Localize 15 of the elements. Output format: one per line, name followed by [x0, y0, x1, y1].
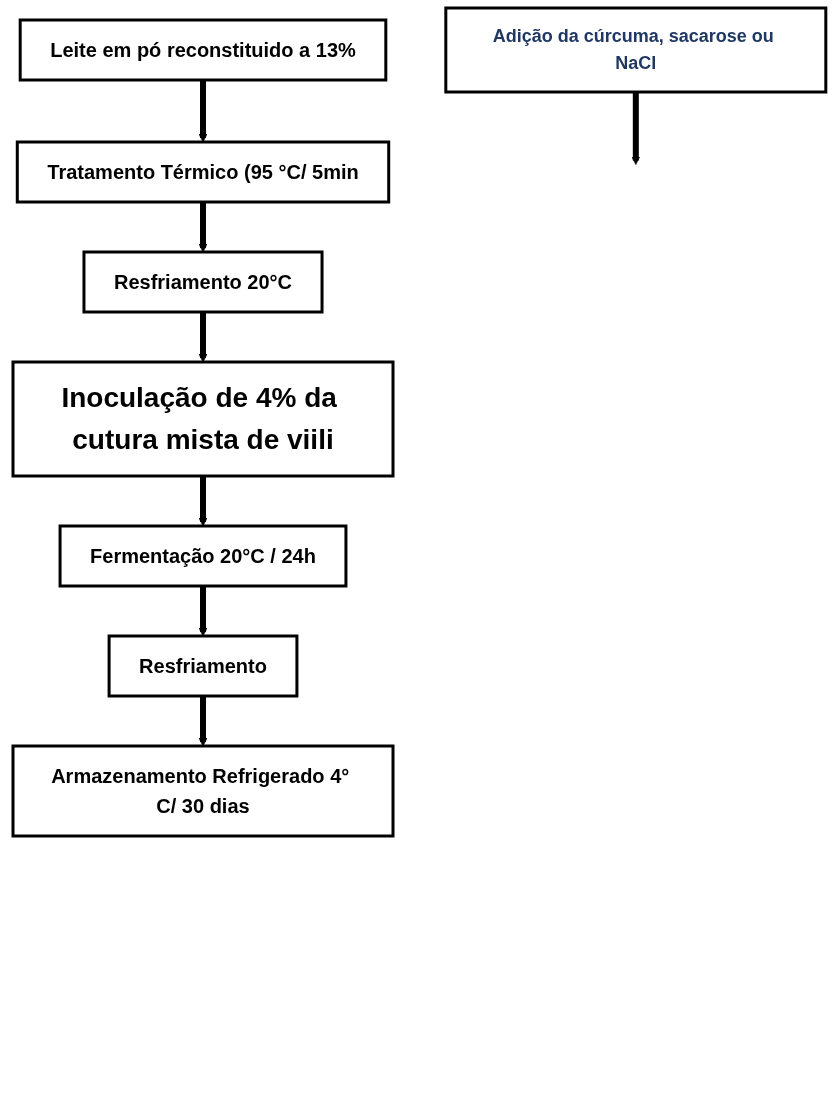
- node-box: Leite em pó reconstituido a 13%: [18, 18, 387, 82]
- node-box: Resfriamento: [107, 634, 298, 698]
- arrow: [198, 586, 207, 637]
- node-box: Resfriamento 20°C: [82, 250, 324, 314]
- arrow: [631, 92, 640, 165]
- node-box: Tratamento Térmico (95 °C/ 5min: [15, 140, 390, 204]
- node-box: Fermentação 20°C / 24h: [58, 524, 348, 588]
- arrow: [198, 202, 207, 253]
- arrow: [198, 312, 207, 363]
- node-box: Armazenamento Refrigerado 4° C/ 30 dias: [11, 744, 395, 838]
- arrow: [198, 476, 207, 527]
- node-box: Inoculação de 4% da cutura mista de viili: [11, 360, 395, 478]
- node-box: Adição da cúrcuma, sacarose ou NaCl: [443, 6, 827, 94]
- arrow: [198, 696, 207, 747]
- arrow: [198, 80, 207, 143]
